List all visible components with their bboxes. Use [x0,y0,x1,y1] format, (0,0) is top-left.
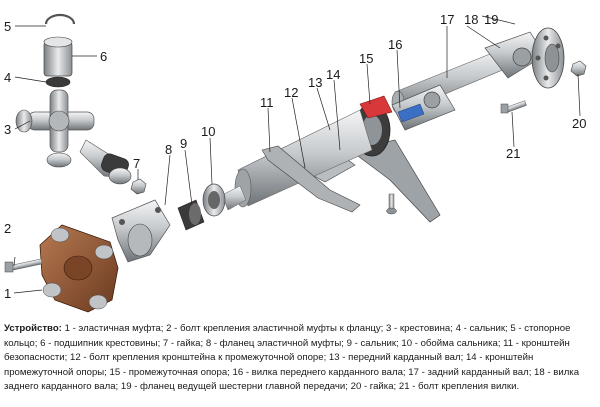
label-1: 1 [4,286,12,301]
seal-9 [177,199,205,231]
safety-bracket [261,145,361,213]
label-12: 12 [284,85,299,100]
label-15: 15 [359,51,374,66]
bolt-21 [500,100,527,114]
label-19: 19 [484,12,499,27]
elastic-coupling [39,224,119,313]
caption-heading: Устройство: [4,323,62,334]
seal-4 [45,76,71,88]
label-13: 13 [308,75,323,90]
label-17: 17 [440,12,455,27]
label-5: 5 [4,19,12,34]
caption: Устройство: 1 - эластичная муфта; 2 - бо… [4,322,596,395]
label-4: 4 [4,70,12,85]
label-8: 8 [165,142,173,157]
bolt-12 [386,193,397,215]
label-16: 16 [388,37,403,52]
leader-lines [13,15,581,294]
label-11: 11 [260,95,274,110]
rear-yoke [484,31,546,79]
label-9: 9 [180,136,188,151]
main-gear-flange [531,27,565,89]
label-6: 6 [100,49,108,64]
nut-7 [130,178,147,195]
lock-ring [44,13,76,25]
driveshaft-diagram [4,13,587,313]
label-20: 20 [572,116,587,131]
cross-bearing [43,36,73,77]
universal-joint-cross [15,89,132,185]
label-14: 14 [326,67,341,82]
elastic-coupling-flange [111,199,171,263]
nut-20 [570,60,587,77]
label-21: 21 [506,146,521,161]
bolt-2 [4,258,43,273]
label-10: 10 [201,124,216,139]
label-2: 2 [4,221,12,236]
seal-holder [202,183,226,217]
front-shaft-yoke [391,84,456,131]
label-7: 7 [133,156,141,171]
label-18: 18 [464,12,479,27]
label-3: 3 [4,122,12,137]
caption-text: 1 - эластичная муфта; 2 - болт крепления… [4,323,580,393]
